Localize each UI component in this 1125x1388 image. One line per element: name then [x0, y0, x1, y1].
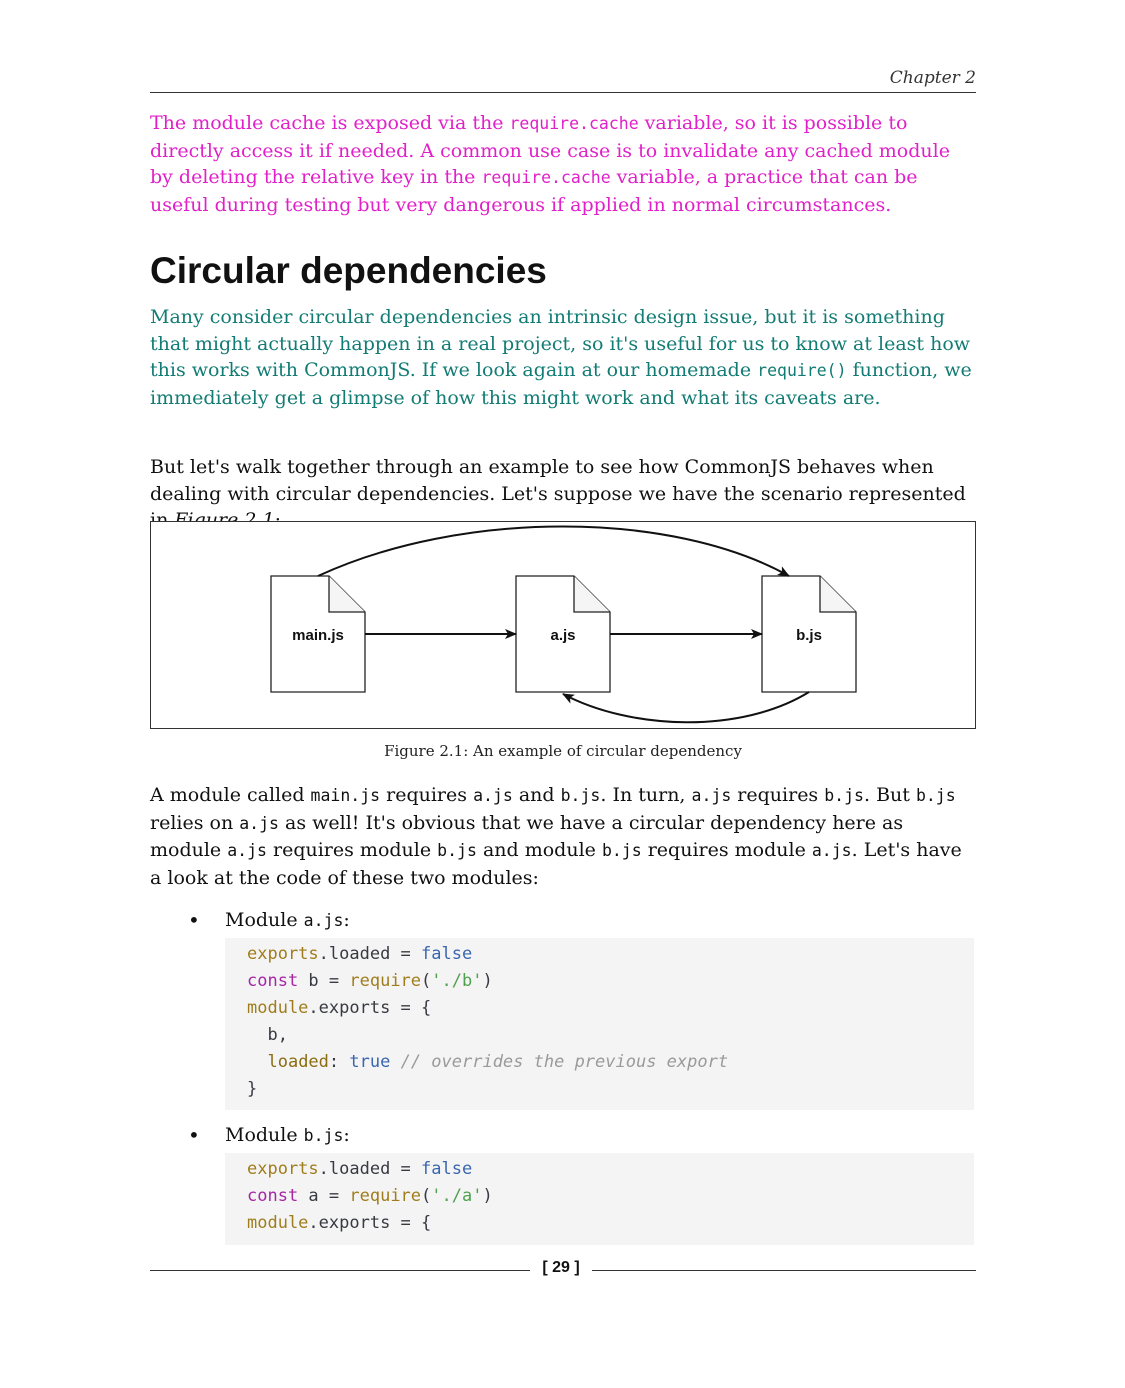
section-heading: Circular dependencies [150, 250, 547, 291]
inline-code: require() [757, 361, 847, 380]
code-block-a: exports.loaded = false const b = require… [225, 938, 974, 1110]
intro-paragraph: The module cache is exposed via the requ… [150, 112, 950, 216]
dependency-diagram: main.js a.js b.js [270, 525, 857, 724]
code-block-b: exports.loaded = false const a = require… [225, 1153, 974, 1245]
chapter-label: Chapter 2 [889, 68, 976, 88]
inline-code: b.js [303, 1126, 344, 1145]
code-line: const b = require('./b') [247, 971, 493, 991]
inline-code: b.js [437, 841, 477, 860]
code-line: module.exports = { [247, 1213, 432, 1233]
node-label-a: a.js [550, 627, 575, 644]
figure-caption: Figure 2.1: An example of circular depen… [384, 742, 742, 760]
inline-code: b.js [601, 841, 642, 860]
file-node-a: a.js [515, 575, 611, 693]
page-number: [ 29 ] [542, 1259, 580, 1276]
code-line: b, [247, 1025, 288, 1045]
code-line: loaded: true // overrides the previous e… [267, 1052, 729, 1072]
code-line: exports.loaded = false [247, 1159, 473, 1179]
inline-code: require.cache [481, 168, 611, 187]
file-node-main: main.js [270, 575, 366, 693]
node-label-b: b.js [796, 627, 822, 644]
scenario-paragraph: But let's walk together through an examp… [150, 456, 966, 531]
file-node-b: b.js [761, 575, 857, 693]
inline-code: b.js [824, 786, 864, 805]
arrow-b-to-a [562, 691, 810, 724]
arrow-main-to-b [317, 525, 790, 577]
inline-code: a.js [303, 911, 344, 930]
header-rule [150, 92, 976, 93]
footer-rule-right [592, 1270, 976, 1271]
list-item: Module b.js: [225, 1124, 350, 1146]
inline-code: b.js [915, 786, 956, 805]
inline-code: a.js [239, 813, 279, 833]
module-paragraph: A module called main.js requires a.js an… [150, 784, 962, 889]
inline-code: b.js [560, 786, 601, 805]
footer-rule-left [150, 1270, 530, 1271]
code-line: exports.loaded = false [247, 944, 473, 964]
inline-code: a.js [691, 786, 732, 805]
figure-diagram: main.js a.js b.js [150, 521, 976, 729]
inline-code: a.js [473, 786, 513, 805]
node-label-main: main.js [292, 627, 344, 644]
bullet-icon: • [188, 908, 200, 932]
inline-code: require.cache [509, 114, 639, 133]
inline-code: a.js [227, 841, 267, 860]
circular-intro-paragraph: Many consider circular dependencies an i… [150, 306, 972, 409]
inline-code: a.js [811, 841, 852, 860]
bullet-icon: • [188, 1123, 200, 1147]
inline-code: main.js [310, 786, 381, 805]
code-line: module.exports = { [247, 998, 432, 1018]
code-line: } [247, 1079, 258, 1099]
code-line: const a = require('./a') [247, 1186, 493, 1206]
code-comment: // overrides the previous export [390, 1052, 729, 1072]
list-item: Module a.js: [225, 909, 350, 931]
